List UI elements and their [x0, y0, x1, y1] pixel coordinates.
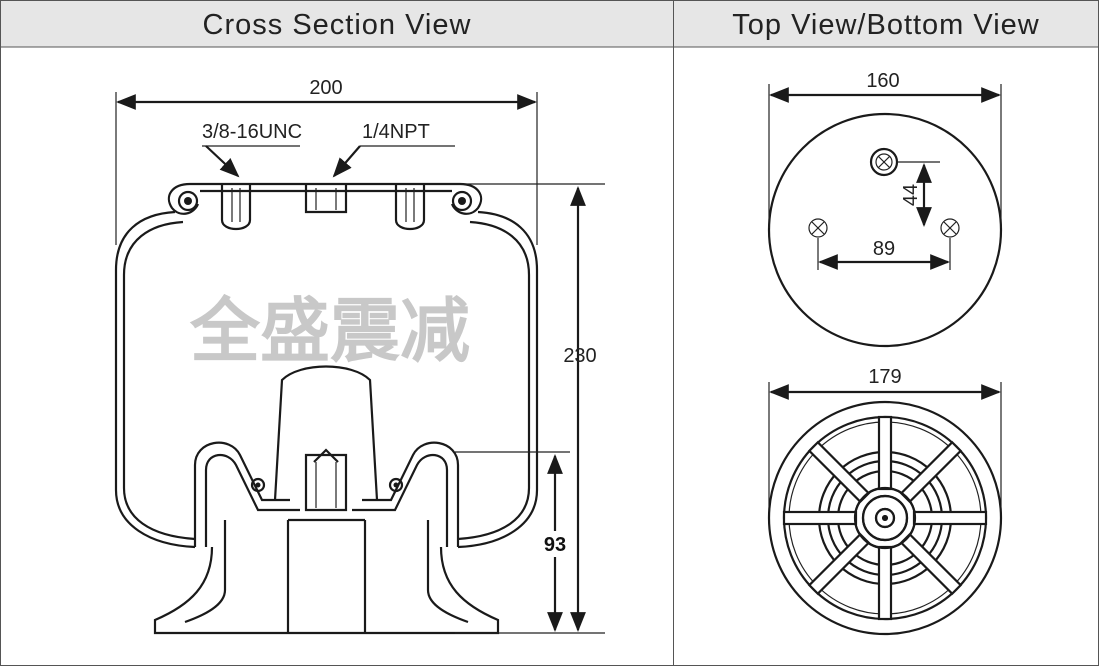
- bellows-outer-right: [457, 210, 539, 549]
- stud-hole-right: [940, 218, 960, 238]
- top-diameter-label: 160: [866, 70, 899, 92]
- bumper: [273, 365, 379, 501]
- bead-plate: [190, 182, 483, 215]
- piston-left: [193, 441, 290, 547]
- cross-section-view: 全盛震减: [114, 77, 605, 635]
- piston-height-label: 93: [544, 534, 566, 556]
- bellows-inner-right: [457, 220, 531, 541]
- cross-section-title: Cross Section View: [203, 9, 472, 41]
- port-label: 1/4NPT: [362, 121, 430, 143]
- piston-right: [362, 441, 460, 547]
- left-stud: [220, 184, 252, 231]
- thread-label: 3/8-16UNC: [202, 121, 302, 143]
- bellows-outer: [114, 210, 196, 549]
- width-label: 200: [309, 77, 342, 99]
- piston-skirt: [153, 546, 500, 635]
- center-bolt: [304, 453, 348, 512]
- vertical-spacing-label: 44: [900, 184, 922, 206]
- piston-outer-circle: [767, 400, 1003, 636]
- top-view: 160 44 89: [767, 70, 1003, 348]
- air-port: [304, 184, 348, 214]
- height-label: 230: [563, 345, 596, 367]
- stud-hole-left: [808, 218, 828, 238]
- top-plate-circle: [767, 112, 1003, 348]
- bottom-view: 179: [767, 366, 1003, 636]
- top-bottom-view-title: Top View/Bottom View: [732, 9, 1040, 41]
- right-stud: [394, 184, 426, 231]
- right-header-bg: [674, 1, 1098, 47]
- watermark: 全盛震减: [189, 289, 470, 372]
- left-header-bg: [1, 1, 673, 47]
- bottom-diameter-label: 179: [868, 366, 901, 388]
- piston-ribs: [782, 415, 988, 621]
- horizontal-spacing-label: 89: [873, 238, 895, 260]
- bellows-inner: [122, 220, 196, 541]
